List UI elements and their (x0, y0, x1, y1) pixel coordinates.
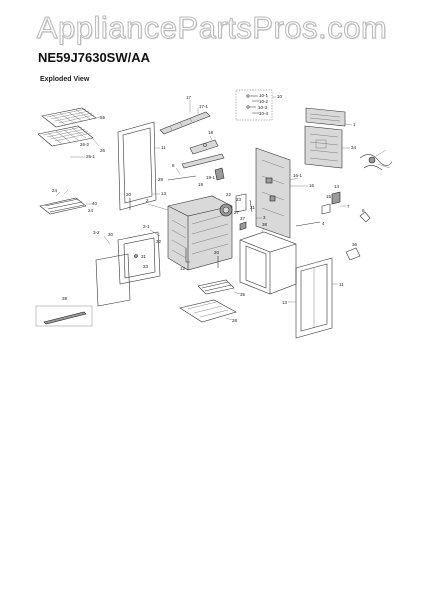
label-37: 37 (240, 216, 246, 221)
label-27: 27 (234, 210, 240, 215)
switch-14 (331, 191, 341, 205)
label-33: 33 (143, 264, 149, 269)
side-panel-right (255, 147, 291, 239)
label-10-1: 10-1 (259, 93, 269, 98)
label-55: 55 (100, 115, 106, 120)
top-bracket (189, 139, 219, 155)
mid-rail (181, 153, 225, 169)
label-16: 16 (309, 183, 315, 188)
label-13-upper: 13 (161, 191, 167, 196)
drawer-rail-39 (43, 311, 87, 325)
label-8: 8 (362, 208, 365, 213)
label-4: 4 (322, 221, 325, 226)
label-34: 34 (351, 145, 357, 150)
oven-rack-upper (41, 107, 97, 128)
bake-element (39, 189, 87, 215)
clip-8 (359, 211, 371, 223)
bolt-21 (249, 199, 253, 213)
label-1: 1 (353, 122, 356, 127)
rod-4 (295, 221, 321, 227)
label-10: 10 (277, 94, 283, 99)
label-26-2: 26-2 (80, 142, 90, 147)
label-20: 20 (126, 192, 132, 197)
label-15: 15 (326, 194, 332, 199)
fastener-group-box (235, 89, 273, 121)
label-16-1: 16-1 (293, 173, 303, 178)
top-vent-bar (159, 111, 211, 135)
label-7: 7 (347, 204, 350, 209)
part-37 (239, 221, 247, 231)
bottom-cover (179, 299, 237, 323)
back-panel-top (305, 107, 346, 127)
rear-cover-panel (304, 125, 343, 169)
label-35: 35 (240, 292, 246, 297)
broil-element (197, 279, 235, 295)
label-2: 2 (146, 198, 149, 203)
wire-harness (359, 149, 393, 171)
label-19-1: 19-1 (206, 175, 216, 180)
label-38: 38 (262, 222, 268, 227)
label-22: 22 (226, 192, 232, 197)
hinge-12 (185, 248, 190, 263)
label-26: 26 (100, 148, 106, 153)
label-30: 30 (108, 232, 114, 237)
label-19: 19 (198, 182, 204, 187)
rod-29 (167, 175, 197, 181)
label-31: 31 (141, 254, 147, 259)
label-2-1: 2-1 (143, 224, 150, 229)
label-29: 29 (158, 177, 164, 182)
convection-fan-assembly (219, 193, 247, 217)
label-36: 36 (352, 242, 358, 247)
oven-rack-lower (37, 125, 94, 147)
label-11-lower: 11 (339, 282, 344, 287)
label-32: 32 (156, 239, 162, 244)
model-number-title: NE59J7630SW/AA (38, 50, 150, 65)
label-21: 21 (250, 205, 256, 210)
label-14: 14 (334, 184, 340, 189)
label-3: 3 (263, 215, 266, 220)
oven-liner-box (239, 231, 297, 295)
rail-39-box (35, 305, 93, 327)
exploded-view-heading: Exploded View (40, 76, 90, 83)
label-12: 12 (180, 266, 186, 271)
label-24: 24 (88, 208, 94, 213)
label-40: 40 (92, 201, 98, 206)
label-18: 18 (208, 130, 214, 135)
label-26-1: 26-1 (86, 154, 96, 159)
label-11-upper: 11 (161, 145, 166, 150)
oven-cavity (167, 195, 233, 271)
door-glass (95, 253, 131, 307)
bracket-36 (345, 247, 361, 261)
relay-15 (321, 203, 331, 215)
label-13-lower: 13 (282, 300, 288, 305)
screw-31 (134, 254, 138, 258)
label-39: 39 (62, 296, 68, 301)
label-23: 23 (236, 197, 242, 202)
label-3-2: 3-2 (93, 230, 100, 235)
label-28: 28 (232, 318, 238, 323)
inner-door-panel (117, 231, 161, 285)
watermark-logo-text: AppliancePartsPros.com (36, 10, 388, 46)
sensor-19 (214, 167, 225, 181)
door-frame-upper (117, 121, 157, 211)
label-10-3: 10-3 (258, 105, 268, 110)
label-10-4: 10-4 (259, 111, 269, 116)
label-10-2: 10-2 (259, 99, 269, 104)
label-17-1: 17-1 (199, 104, 209, 109)
label-20-lower: 20 (214, 250, 220, 255)
label-6: 6 (172, 163, 175, 168)
label-17: 17 (186, 95, 192, 100)
label-24-top: 24 (52, 188, 58, 193)
door-frame-lower (295, 257, 333, 339)
